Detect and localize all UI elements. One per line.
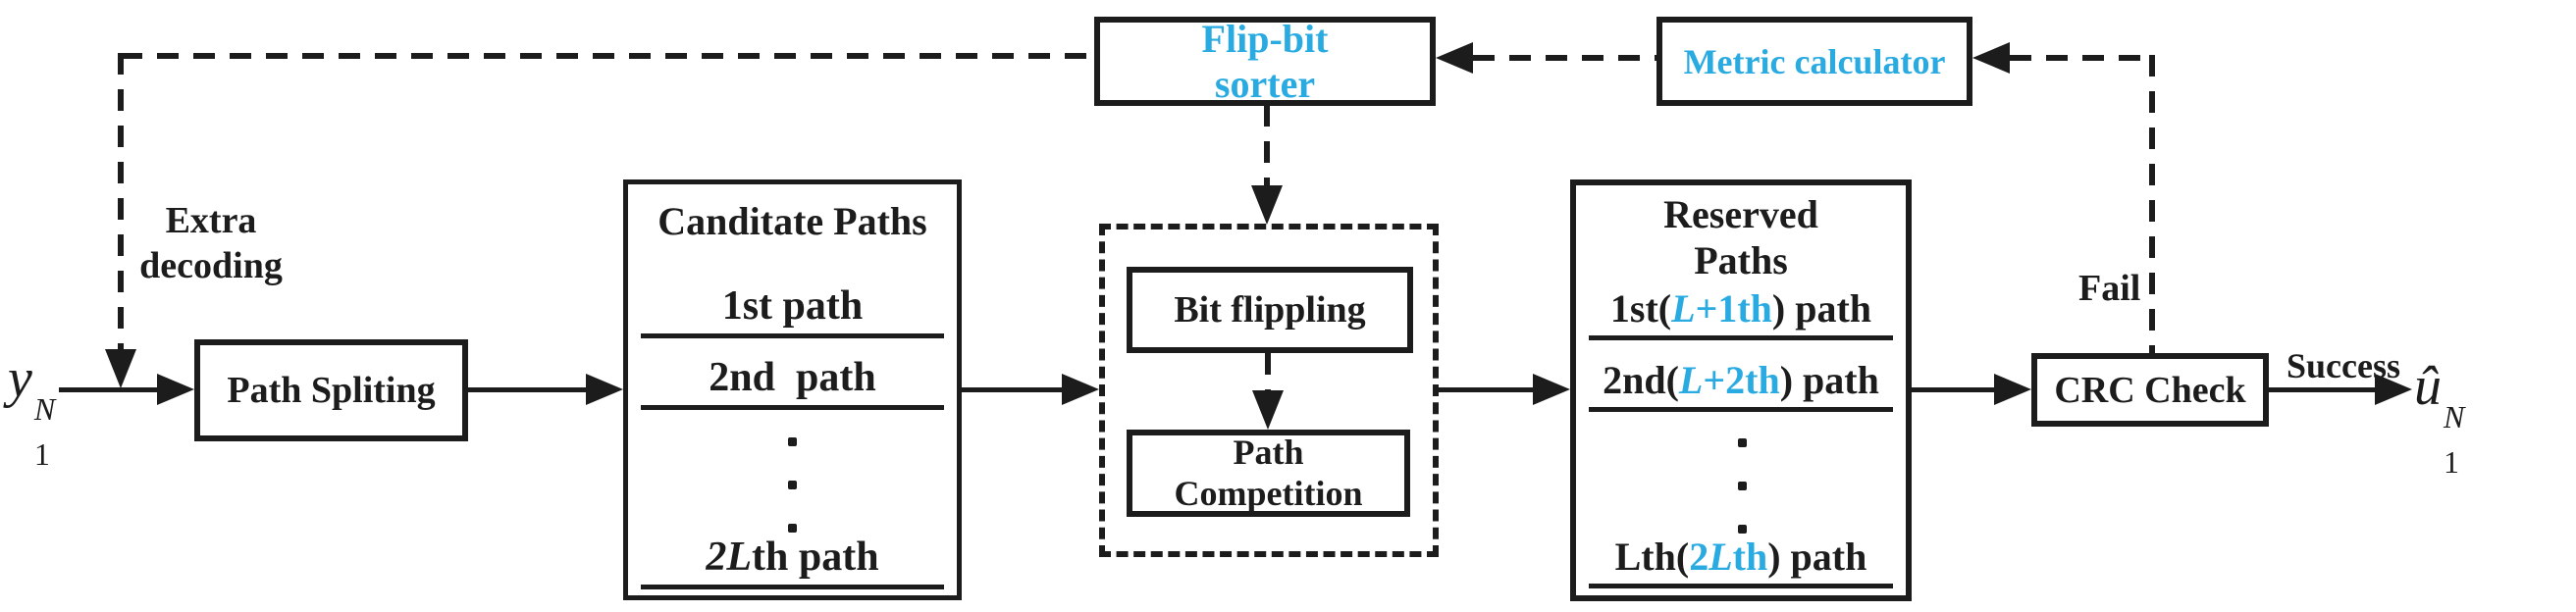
reserved-path-row-3: Lth(2Lth) path [1589,535,1893,588]
reserved-row-2-pre: 2nd( [1603,358,1679,402]
reserved-row-3-cyan-a: 2 [1689,535,1709,579]
path-splitting-box: Path Spliting [194,339,468,441]
splitting-to-candidate-arrowhead-icon [586,374,623,405]
candidate-path-row-3-text: th path [752,535,879,580]
flip-bit-sorter-box: Flip-bit sorter [1094,17,1436,106]
flipping-to-competition-dash [1265,353,1271,392]
crc-check-label: CRC Check [2054,369,2246,411]
reserved-row-1-cyan-italic: L [1671,286,1696,331]
candidate-to-flipping-arrowhead-icon [1062,374,1099,405]
candidate-path-row-2-text: 2nd path [709,355,876,400]
flip-decoding-group-box [1099,224,1439,557]
crc-check-box: CRC Check [2031,353,2269,427]
path-splitting-label: Path Spliting [227,370,436,411]
flip-bit-sorter-label-line1: Flip-bit [1201,16,1329,61]
reserved-row-2-cyan-b: +2th [1703,358,1780,402]
reserved-paths-box: Reserved Paths 1st(L+1th) path 2nd(L+2th… [1570,179,1912,601]
reserved-row-3-post: ) path [1767,535,1867,579]
bit-flipping-box: Bit flippling [1127,267,1413,353]
feedback-dash-left-vertical [118,53,124,350]
candidate-path-row-1: 1st path [641,282,944,339]
splitting-to-candidate-line [468,387,590,392]
reserved-paths-title-line1: Reserved [1663,192,1818,236]
crc-output-line [2269,387,2379,392]
input-line [59,387,162,392]
extra-decoding-arrowhead-icon [105,349,136,388]
flipping-to-reserved-arrowhead-icon [1533,374,1570,405]
metric-calculator-label: Metric calculator [1683,41,1946,81]
fail-dash-vertical [2149,55,2155,353]
metric-calculator-box: Metric calculator [1656,17,1972,106]
reserved-paths-title-line2: Paths [1694,238,1788,283]
feedback-dash-top-horizontal [121,53,1094,59]
reserved-to-crc-line [1912,387,1998,392]
candidate-path-row-3: 2Lth path [641,534,944,590]
metric-input-arrowhead-icon [1972,42,2010,74]
path-competition-label-line1: Path [1233,433,1304,473]
input-signal-superscript: N [33,391,56,427]
sorter-down-dash [1264,105,1270,185]
output-signal-subscript: 1 [2444,444,2459,480]
extra-decoding-line2: decoding [139,244,283,286]
reserved-paths-title: Reserved Paths [1576,191,1906,283]
reserved-path-row-2: 2nd(L+2th) path [1589,358,1893,412]
success-label: Success [2287,346,2400,385]
input-signal-subscript: 1 [33,436,50,472]
fail-dash-horizontal [2010,55,2155,61]
reserved-row-3-cyan-italic: L [1709,535,1733,579]
reserved-path-row-1: 1st(L+1th) path [1589,286,1893,340]
extra-decoding-line1: Extra [165,200,257,241]
input-arrowhead-icon [157,374,194,405]
reserved-row-3-pre: Lth( [1614,535,1690,579]
candidate-path-row-2: 2nd path [641,354,944,411]
output-signal-base: û [2414,356,2442,417]
candidate-paths-title: Canditate Paths [657,199,927,243]
candidate-path-row-3-italic: 2L [706,535,753,580]
flipping-to-reserved-line [1439,387,1537,392]
path-competition-label-line2: Competition [1174,473,1363,513]
reserved-row-1-pre: 1st( [1609,286,1672,331]
reserved-row-3-cyan-b: th [1732,535,1768,579]
crc-output-arrowhead-icon [2375,374,2412,405]
sorter-input-arrowhead-icon [1436,42,1473,74]
candidate-paths-box: Canditate Paths 1st path 2nd path 2Lth p… [623,179,962,600]
flipping-to-competition-arrowhead-icon [1252,390,1284,430]
fail-label: Fail [2078,268,2141,309]
candidate-to-flipping-line [962,387,1066,392]
reserved-row-2-cyan-italic: L [1678,358,1704,402]
flip-bit-sorter-label-line2: sorter [1214,61,1316,106]
path-competition-box: Path Competition [1127,430,1410,517]
bit-flipping-label: Bit flippling [1174,289,1366,331]
metric-to-sorter-dash [1473,55,1656,61]
reserved-to-crc-arrowhead-icon [1994,374,2031,405]
reserved-row-2-post: ) path [1779,358,1879,402]
output-signal-superscript: N [2444,399,2465,434]
reserved-row-1-post: ) path [1771,286,1872,331]
candidate-path-row-1-text: 1st path [721,283,864,329]
input-signal-base: y [8,348,32,409]
sorter-down-arrowhead-icon [1251,185,1283,225]
reserved-row-1-cyan-b: +1th [1695,286,1772,331]
extra-decoding-label: Extra decoding [108,199,314,288]
